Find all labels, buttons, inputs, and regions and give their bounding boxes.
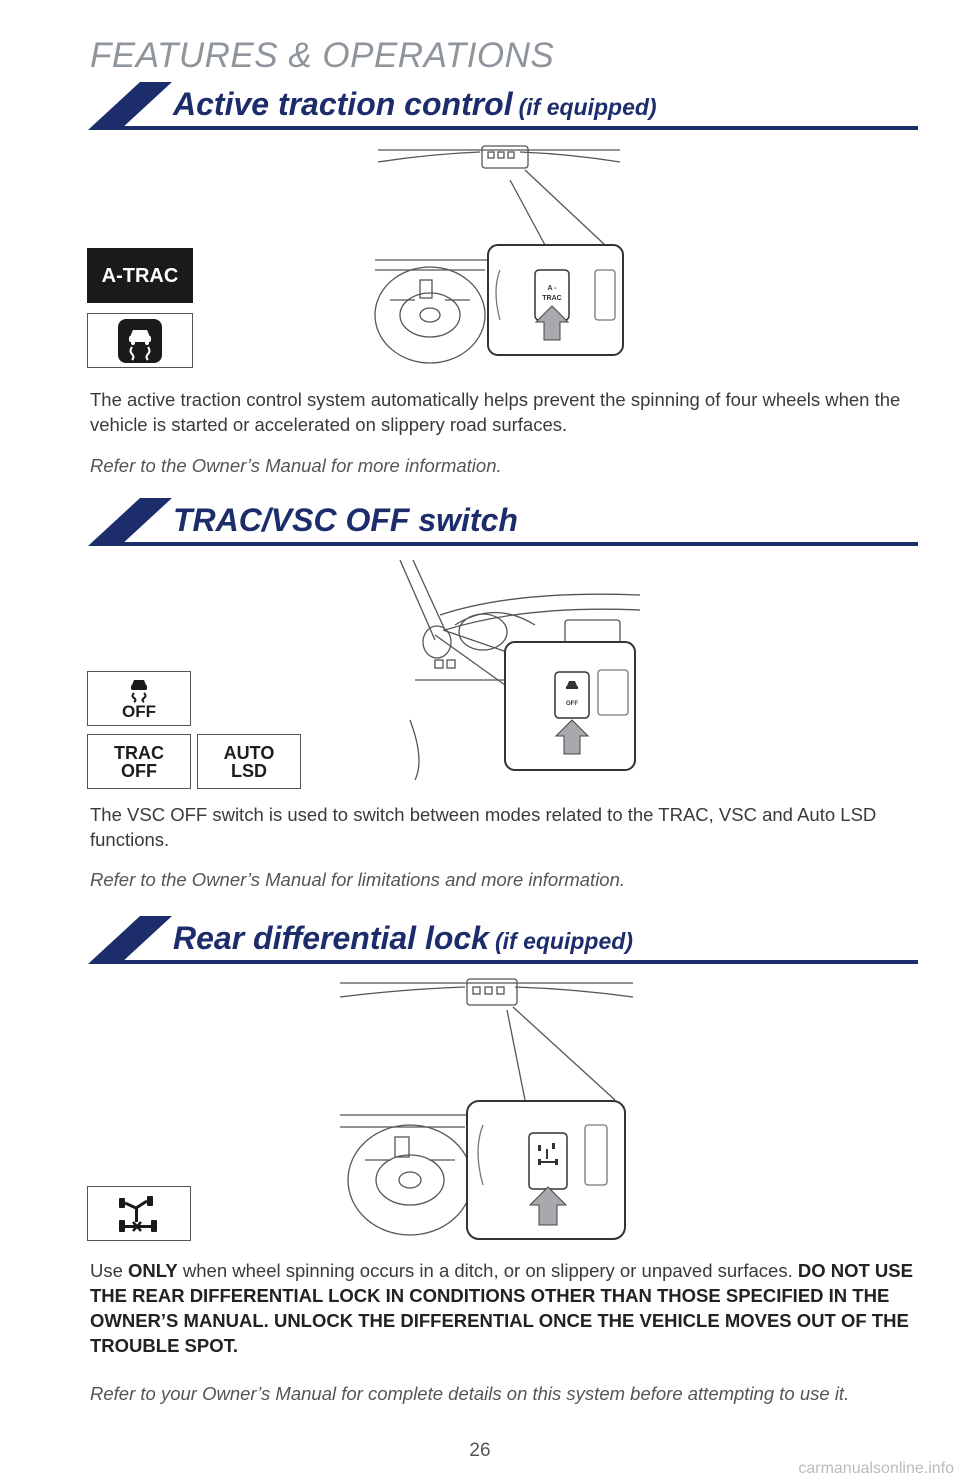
diff-lock-icon	[119, 1195, 157, 1232]
svg-text:TRAC: TRAC	[542, 295, 561, 302]
a-trac-badge-label: A-TRAC	[101, 264, 179, 287]
slip-indicator-icon	[118, 318, 162, 363]
section2-body: The VSC OFF switch is used to switch bet…	[90, 804, 877, 850]
section-title-text: Active traction control(if equipped)	[173, 86, 657, 123]
auto-lsd-label: AUTO LSD	[223, 742, 275, 781]
section-title-suffix: (if equipped)	[494, 928, 633, 954]
vsc-off-icon-box: OFF	[87, 671, 191, 726]
skid-car-icon	[131, 679, 147, 703]
svg-text:A -: A -	[547, 285, 557, 292]
vsc-button-label: OFF	[566, 701, 578, 707]
trac-off-label: TRAC OFF	[114, 742, 164, 781]
section-title-main: Active traction control	[173, 86, 513, 122]
page-header: FEATURES & OPERATIONS	[90, 36, 555, 75]
section1-note: Refer to the Owner’s Manual for more inf…	[90, 455, 502, 476]
section-title-text: TRAC/VSC OFF switch	[173, 502, 518, 538]
section1-body: The active traction control system autom…	[90, 389, 901, 435]
a-trac-badge: A-TRAC	[87, 248, 193, 303]
section-title-main: Rear differential lock	[173, 920, 489, 956]
dashboard-illustration-vsc: OFF	[399, 560, 641, 780]
trac-off-indicator: TRAC OFF	[87, 734, 191, 789]
section-title-trac-vsc: TRAC/VSC OFF switch	[0, 498, 960, 568]
dashboard-illustration-diff-lock	[339, 978, 634, 1240]
auto-lsd-indicator: AUTO LSD	[197, 734, 301, 789]
section-title-rear-diff: Rear differential lock(if equipped)	[0, 916, 960, 986]
section-title-bar	[88, 916, 918, 964]
body-warning: DO NOT USE THE REAR DIFFERENTIAL LOCK IN…	[90, 1260, 913, 1356]
body-only-emphasis: ONLY	[128, 1260, 178, 1281]
vsc-off-label: OFF	[122, 701, 156, 721]
section-title-bar	[88, 498, 918, 546]
section-title-bar	[88, 82, 918, 130]
slip-indicator-box	[87, 313, 193, 368]
rear-diff-lock-indicator	[87, 1186, 191, 1241]
section-title-suffix: (if equipped)	[518, 94, 657, 120]
page-number: 26	[469, 1440, 491, 1461]
section2-note: Refer to the Owner’s Manual for limitati…	[90, 869, 626, 890]
body-prefix: Use	[90, 1260, 129, 1281]
dashboard-illustration-atrac: A - TRAC	[374, 145, 624, 364]
section3-note: Refer to your Owner’s Manual for complet…	[90, 1383, 850, 1404]
body-middle: when wheel spinning occurs in a ditch, o…	[177, 1260, 798, 1281]
section-title-text: Rear differential lock(if equipped)	[173, 920, 633, 957]
section3-body: Use ONLY when wheel spinning occurs in a…	[90, 1258, 920, 1358]
section-title-active-traction: Active traction control(if equipped)	[0, 82, 960, 152]
watermark: carmanualsonline.info	[798, 1460, 954, 1477]
